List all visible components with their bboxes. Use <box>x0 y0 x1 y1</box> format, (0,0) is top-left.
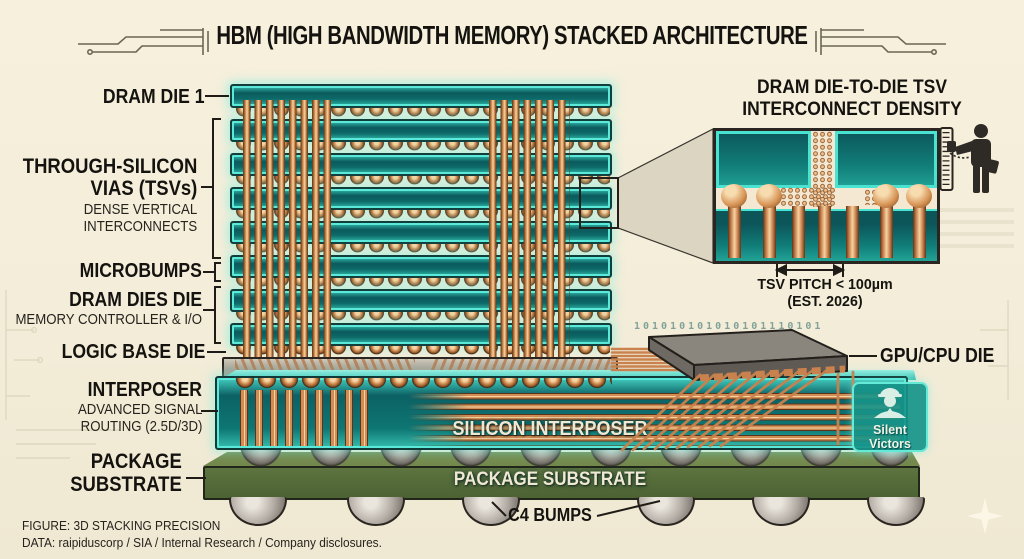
inset-microbump-ball <box>906 184 932 208</box>
label-microbumps: MICROBUMPS <box>79 260 202 282</box>
tsv-pillar-group-left <box>243 100 335 357</box>
silicon-interposer-label: SILICON INTERPOSER <box>452 418 648 440</box>
label-tsv-subtitle-line1: DENSE VERTICAL <box>83 201 197 218</box>
inset-tsv-pillar <box>913 206 926 258</box>
title-circuit-flourish-left <box>78 28 209 55</box>
hardhat-worker-icon <box>874 388 906 418</box>
label-interposer: INTERPOSER <box>87 379 202 401</box>
inset-tsv-pillar <box>818 206 831 258</box>
inset-tsv-pillar <box>846 206 859 258</box>
tsv-pitch-arrow <box>774 263 846 277</box>
inset-dram-die-right <box>835 131 937 188</box>
interposer-vertical-vias <box>240 390 372 446</box>
label-package-substrate-line1: PACKAGE <box>90 450 182 473</box>
label-logic-base-die: LOGIC BASE DIE <box>61 341 205 363</box>
inset-tsv-pillar <box>763 206 776 258</box>
inset-tsv-mesh <box>780 187 836 207</box>
label-leader-lines <box>186 95 877 517</box>
tsv-pillar-group-right <box>489 100 570 357</box>
label-package-substrate: PACKAGE SUBSTRATE <box>70 450 182 496</box>
label-tsv-line1: THROUGH-SILICON <box>22 155 197 178</box>
label-interposer-subtitle: ADVANCED SIGNAL ROUTING (2.5D/3D) <box>77 401 202 436</box>
label-tsv-subtitle: DENSE VERTICAL INTERCONNECTS <box>83 201 197 235</box>
binary-decoration: 101010101010101110101 <box>634 321 824 332</box>
label-dram-dies-subtitle: MEMORY CONTROLLER & I/O <box>15 311 202 328</box>
stack-to-gpu-traces <box>610 347 680 372</box>
engineer-measuring-icon <box>947 124 999 193</box>
tsv-density-inset <box>713 128 940 264</box>
label-tsv: THROUGH-SILICON VIAS (TSVs) <box>22 155 197 201</box>
callout-pitch: TSV PITCH < 100µm (EST. 2026) <box>730 276 920 311</box>
label-tsv-subtitle-line2: INTERCONNECTS <box>83 217 197 235</box>
label-package-substrate-line2: SUBSTRATE <box>70 472 182 496</box>
footer-figure-line: FIGURE: 3D STACKING PRECISION <box>22 519 221 533</box>
callout-title: DRAM DIE-TO-DIE TSV INTERCONNECT DENSITY <box>723 77 981 121</box>
label-gpu-cpu-die: GPU/CPU DIE <box>880 345 995 367</box>
callout-pitch-value: TSV PITCH < 100µm <box>757 276 893 293</box>
label-dram-dies: DRAM DIES DIE <box>69 289 202 311</box>
callout-title-line1: DRAM DIE-TO-DIE TSV <box>756 77 948 98</box>
label-interposer-subtitle-line2: ROUTING (2.5D/3D) <box>80 417 202 435</box>
page-title: HBM (HIGH BANDWIDTH MEMORY) STACKED ARCH… <box>216 20 808 50</box>
gpu-fanout-traces <box>620 369 855 452</box>
inset-dram-die-left <box>716 131 811 188</box>
watermark-badge: Silent Victors <box>852 382 928 452</box>
microbump-row <box>234 378 612 392</box>
interposer-top-face <box>220 370 916 380</box>
callout-title-line2: INTERCONNECT DENSITY <box>742 98 962 120</box>
zoom-connector <box>617 128 714 264</box>
package-substrate <box>203 466 920 500</box>
label-tsv-line2: VIAS (TSVs) <box>90 177 197 201</box>
gpu-die-pads <box>699 365 846 382</box>
inset-microbump-ball <box>756 184 782 208</box>
zoom-source-rect <box>579 177 619 229</box>
inset-tsv-pillar <box>880 206 893 258</box>
footer-data-line: DATA: raipiduscorp / SIA / Internal Rese… <box>22 535 382 550</box>
package-substrate-label: PACKAGE SUBSTRATE <box>453 469 647 490</box>
inset-microbump-ball <box>721 184 747 208</box>
ruler-icon <box>939 127 954 191</box>
callout-pitch-estimate: (EST. 2026) <box>787 293 863 311</box>
title-circuit-flourish-right <box>815 28 946 55</box>
footer: FIGURE: 3D STACKING PRECISION DATA: raip… <box>22 518 382 551</box>
label-dram-die-1: DRAM DIE 1 <box>103 86 205 108</box>
background-circuit-decoration <box>5 290 1009 459</box>
inset-tsv-pillar <box>792 206 805 258</box>
inset-tsv-pillar <box>728 206 741 258</box>
watermark-text-line1: Silent <box>873 422 907 437</box>
label-interposer-subtitle-line1: ADVANCED SIGNAL <box>77 401 202 418</box>
label-c4-bumps: C4 BUMPS <box>508 505 592 525</box>
watermark-text-line2: Victors <box>869 436 911 452</box>
inset-microbump-ball <box>873 184 899 208</box>
